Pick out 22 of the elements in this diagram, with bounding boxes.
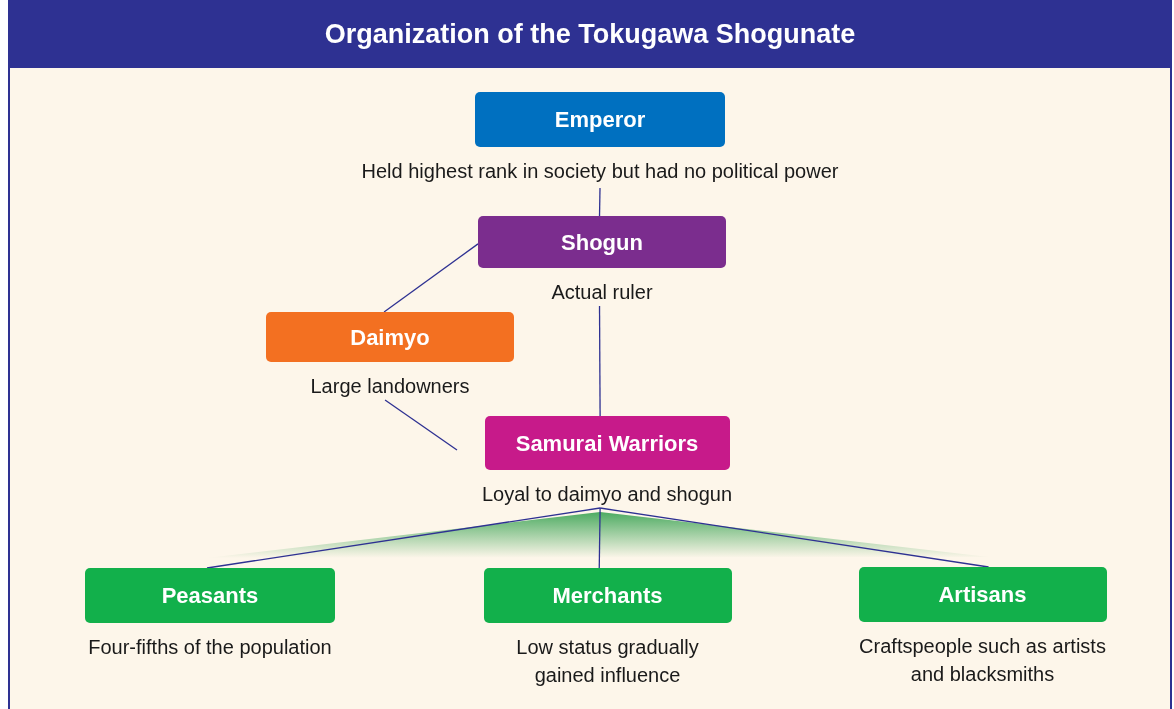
rank-box: Daimyo (266, 312, 514, 362)
rank-box: Samurai Warriors (484, 416, 730, 470)
connector-line (384, 399, 458, 451)
rank-description: Held highest rank in society but had no political power (361, 159, 839, 184)
connector-line (206, 507, 601, 569)
rank-box: Emperor (475, 92, 725, 147)
rank-box: Peasants (85, 568, 335, 623)
rank-description: Four-fifths of the population (88, 635, 332, 660)
rank-box: Merchants (483, 568, 732, 623)
rank-description: Craftspeople such as artists and blacksmiths (858, 634, 1107, 687)
rank-description: Actual ruler (551, 280, 653, 305)
connector-line (598, 187, 601, 217)
connector-line (598, 507, 601, 569)
rank-description: Loyal to daimyo and shogun (481, 482, 733, 507)
connector-line (383, 243, 479, 313)
rank-description: Large landowners (310, 374, 470, 399)
rank-box: Artisans (858, 567, 1107, 622)
rank-description: Low status gradually gained influence (515, 635, 700, 688)
rank-box: Shogun (478, 216, 726, 268)
connector-line (598, 305, 601, 417)
title-bar: Organization of the Tokugawa Shogunate (8, 0, 1172, 68)
connector-line (599, 507, 990, 568)
